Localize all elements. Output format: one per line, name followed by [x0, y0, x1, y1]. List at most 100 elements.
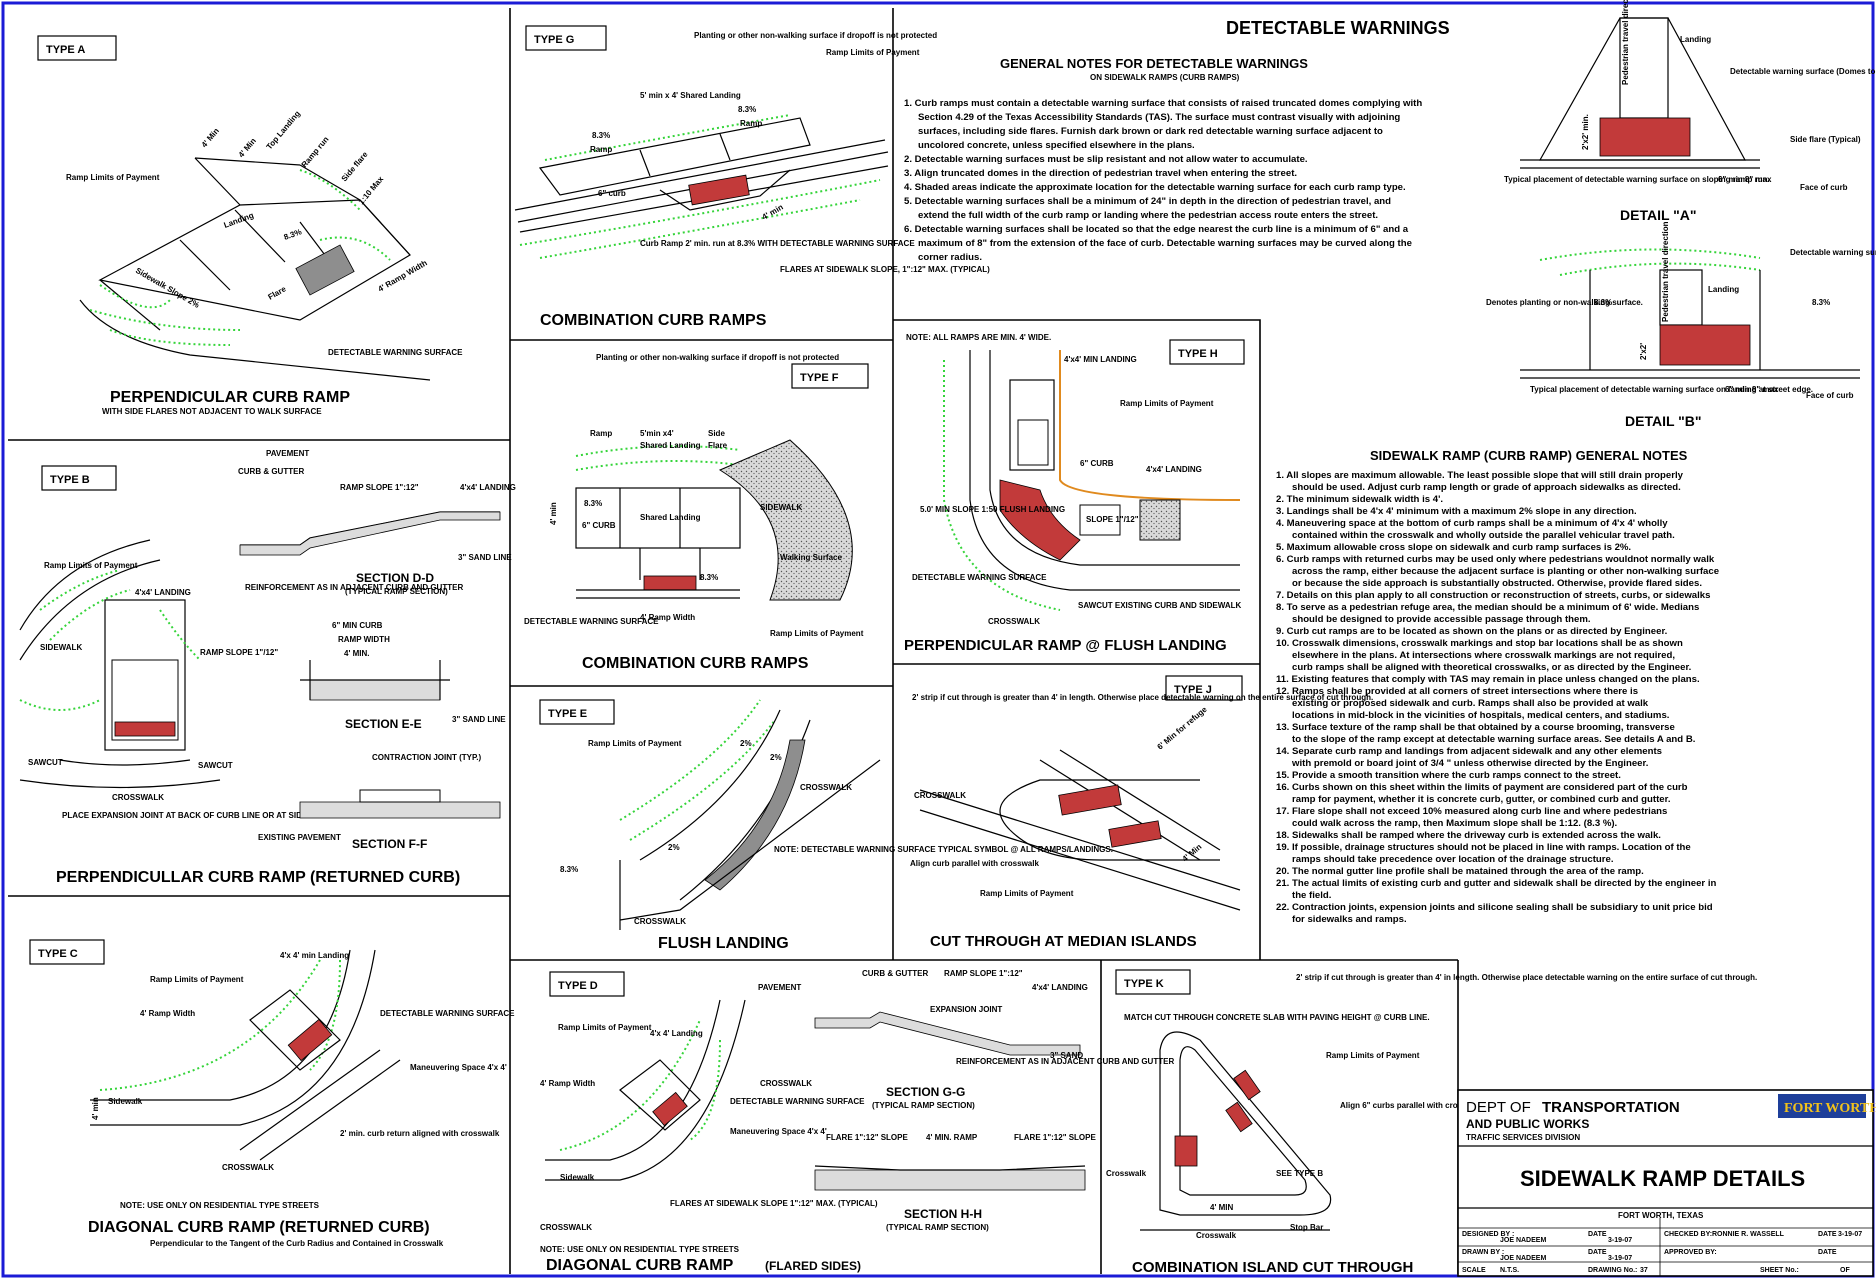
svg-text:(TYPICAL RAMP SECTION): (TYPICAL RAMP SECTION): [872, 1101, 975, 1110]
type-f-title: COMBINATION CURB RAMPS: [582, 655, 809, 672]
type-a-subtitle: WITH SIDE FLARES NOT ADJACENT TO WALK SU…: [102, 407, 322, 416]
svg-text:3-19-07: 3-19-07: [1608, 1255, 1632, 1262]
svg-text:SLOPE 1"/12": SLOPE 1"/12": [1086, 515, 1139, 524]
type-c-subtitle: Perpendicular to the Tangent of the Curb…: [150, 1239, 444, 1248]
svg-text:SHEET No.:: SHEET No.:: [1760, 1267, 1799, 1274]
detail-b-title: DETAIL "B": [1625, 413, 1702, 429]
svg-text:Maneuvering Space 4'x 4': Maneuvering Space 4'x 4': [730, 1127, 827, 1136]
svg-text:3-19-07: 3-19-07: [1838, 1231, 1862, 1238]
svg-text:Align 6" curbs parallel with c: Align 6" curbs parallel with crosswalks: [1340, 1101, 1489, 1110]
panel-type-h: TYPE H NOTE: ALL RAMPS ARE MIN. 4' WIDE.…: [904, 333, 1245, 654]
svg-text:Ramp: Ramp: [590, 429, 612, 438]
svg-text:Pedestrian travel direction: Pedestrian travel direction: [1661, 221, 1670, 322]
svg-text:NOTE: DETECTABLE WARNING SURFA: NOTE: DETECTABLE WARNING SURFACE TYPICAL…: [774, 845, 1113, 854]
svg-text:DATE: DATE: [1818, 1231, 1837, 1238]
svg-text:Sidewalk Slope 2%: Sidewalk Slope 2%: [134, 266, 201, 310]
svg-text:2'x2': 2'x2': [1639, 343, 1648, 360]
svg-text:4' Min: 4' Min: [237, 136, 258, 159]
svg-text:DATE: DATE: [1818, 1249, 1837, 1256]
svg-text:SECTION D-D: SECTION D-D: [356, 571, 434, 585]
svg-text:extend the full width of the c: extend the full width of the curb ramp o…: [918, 210, 1378, 221]
sidewalk-note-line: ramps should take precedence over locati…: [1292, 854, 1613, 865]
svg-text:DRAWN BY :: DRAWN BY :: [1462, 1249, 1504, 1256]
sidewalk-note-line: could walk across the ramp, then Maximum…: [1292, 818, 1617, 829]
type-d-note: NOTE: USE ONLY ON RESIDENTIAL TYPE STREE…: [540, 1245, 740, 1254]
svg-text:RAMP WIDTH: RAMP WIDTH: [338, 635, 390, 644]
sidewalk-note-line: contained within the crosswalk and wholl…: [1292, 530, 1675, 541]
svg-text:RAMP SLOPE 1":12": RAMP SLOPE 1":12": [340, 483, 419, 492]
svg-text:Ramp Limits of Payment: Ramp Limits of Payment: [44, 561, 138, 570]
sidewalk-note-line: 1. All slopes are maximum allowable. The…: [1276, 470, 1684, 481]
panel-detail-b: Detectable warning surface Denotes plant…: [1486, 221, 1876, 429]
svg-text:5' min x 4' Shared Landing: 5' min x 4' Shared Landing: [640, 91, 741, 100]
detail-a-title: DETAIL "A": [1620, 207, 1697, 223]
division: TRAFFIC SERVICES DIVISION: [1466, 1133, 1580, 1142]
svg-text:FLARE 1":12" SLOPE: FLARE 1":12" SLOPE: [1014, 1133, 1096, 1142]
svg-text:RAMP SLOPE 1":12": RAMP SLOPE 1":12": [944, 969, 1023, 978]
svg-text:CURB & GUTTER: CURB & GUTTER: [238, 467, 304, 476]
svg-text:N.T.S.: N.T.S.: [1500, 1267, 1519, 1274]
type-k-tag: TYPE K: [1124, 978, 1164, 990]
svg-text:PAVEMENT: PAVEMENT: [266, 449, 309, 458]
svg-text:Stop Bar: Stop Bar: [1290, 1223, 1323, 1232]
svg-text:Ramp Limits of Payment: Ramp Limits of Payment: [826, 48, 920, 57]
sidewalk-note-line: 11. Existing features that comply with T…: [1276, 674, 1700, 685]
svg-text:Side flare (Typical): Side flare (Typical): [1790, 135, 1861, 144]
svg-text:Curb Ramp 2' min. run at 8.3%: Curb Ramp 2' min. run at 8.3% WITH DETEC…: [640, 239, 915, 248]
type-b-tag-box: [41, 465, 117, 491]
type-h-title: PERPENDICULAR RAMP @ FLUSH LANDING: [904, 637, 1227, 654]
svg-text:SECTION H-H: SECTION H-H: [904, 1207, 982, 1221]
svg-text:Flare: Flare: [267, 284, 289, 302]
svg-text:4' min: 4' min: [549, 502, 558, 525]
svg-text:8.3%: 8.3%: [560, 865, 578, 874]
sidewalk-note-line: elsewhere in the plans. At intersections…: [1292, 650, 1675, 661]
svg-text:4' Ramp Width: 4' Ramp Width: [640, 613, 695, 622]
dept-line-2: AND PUBLIC WORKS: [1466, 1117, 1589, 1131]
svg-text:Ramp Limits of Payment: Ramp Limits of Payment: [588, 739, 682, 748]
sidewalk-note-line: 19. If possible, drainage structures sho…: [1276, 842, 1691, 853]
svg-text:2%: 2%: [770, 753, 782, 762]
svg-text:Face of curb: Face of curb: [1806, 391, 1854, 400]
svg-text:CHECKED BY:: CHECKED BY:: [1664, 1231, 1712, 1238]
svg-text:2. Detectable warning surfaces: 2. Detectable warning surfaces must be s…: [904, 154, 1308, 165]
svg-text:6" CURB: 6" CURB: [1080, 459, 1114, 468]
dept-line-1b: TRANSPORTATION: [1542, 1099, 1680, 1116]
svg-text:6" MIN CURB: 6" MIN CURB: [332, 621, 383, 630]
sidewalk-note-line: 10. Crosswalk dimensions, crosswalk mark…: [1276, 638, 1683, 649]
svg-text:FLARES AT SIDEWALK SLOPE 1":12: FLARES AT SIDEWALK SLOPE 1":12" MAX. (TY…: [670, 1199, 878, 1208]
svg-text:Planting or other non-walking: Planting or other non-walking surface if…: [596, 353, 839, 362]
svg-text:4'x4' LANDING: 4'x4' LANDING: [1032, 983, 1088, 992]
type-d-tag: TYPE D: [558, 980, 598, 992]
svg-text:Maneuvering Space 4'x 4': Maneuvering Space 4'x 4': [410, 1063, 507, 1072]
svg-text:CROSSWALK: CROSSWALK: [634, 917, 686, 926]
type-b-tag: TYPE B: [50, 474, 90, 486]
svg-text:CROSSWALK: CROSSWALK: [760, 1079, 812, 1088]
svg-text:Flare: Flare: [708, 441, 728, 450]
svg-text:4. Shaded areas indicate the a: 4. Shaded areas indicate the approximate…: [904, 182, 1406, 193]
type-b-section-f: CONTRACTION JOINT (TYP.) EXISTING PAVEME…: [258, 753, 501, 851]
type-c-tag-box: [29, 939, 105, 965]
panel-grid: [8, 8, 1459, 1274]
sidewalk-note-line: across the ramp, either because the adja…: [1292, 566, 1719, 577]
svg-text:SECTION G-G: SECTION G-G: [886, 1085, 965, 1099]
svg-text:PAVEMENT: PAVEMENT: [758, 983, 801, 992]
type-k-drawing: MATCH CUT THROUGH CONCRETE SLAB WITH PAV…: [1106, 973, 1757, 1240]
type-g-title: COMBINATION CURB RAMPS: [540, 312, 767, 329]
svg-text:Pedestrian travel direction: Pedestrian travel direction: [1621, 0, 1630, 85]
svg-text:Detectable warning surface (Do: Detectable warning surface (Domes to run…: [1730, 67, 1876, 76]
svg-text:Ramp Limits of Payment: Ramp Limits of Payment: [770, 629, 864, 638]
svg-text:Ramp Limits of Payment: Ramp Limits of Payment: [1326, 1051, 1420, 1060]
panel-detectable-warnings: DETECTABLE WARNINGS GENERAL NOTES FOR DE…: [904, 18, 1450, 263]
svg-text:4'x 4' Landing: 4'x 4' Landing: [650, 1029, 703, 1038]
svg-text:3" SAND LINE: 3" SAND LINE: [458, 553, 512, 562]
type-e-drawing: Ramp Limits of Payment 2% 2% CROSSWALK 8…: [560, 699, 1113, 930]
sidewalk-note-line: 8. To serve as a pedestrian refuge area,…: [1276, 602, 1699, 613]
city-state: FORT WORTH, TEXAS: [1618, 1211, 1704, 1220]
svg-text:Ramp: Ramp: [740, 119, 762, 128]
type-f-tag-box: [791, 363, 869, 389]
svg-text:DETECTABLE WARNING SURFACE: DETECTABLE WARNING SURFACE: [912, 573, 1047, 582]
svg-text:SAWCUT: SAWCUT: [198, 761, 233, 770]
svg-text:Landing: Landing: [1708, 285, 1739, 294]
sidewalk-note-line: 5. Maximum allowable cross slope on side…: [1276, 542, 1631, 553]
svg-text:3" SAND: 3" SAND: [1050, 1051, 1083, 1060]
